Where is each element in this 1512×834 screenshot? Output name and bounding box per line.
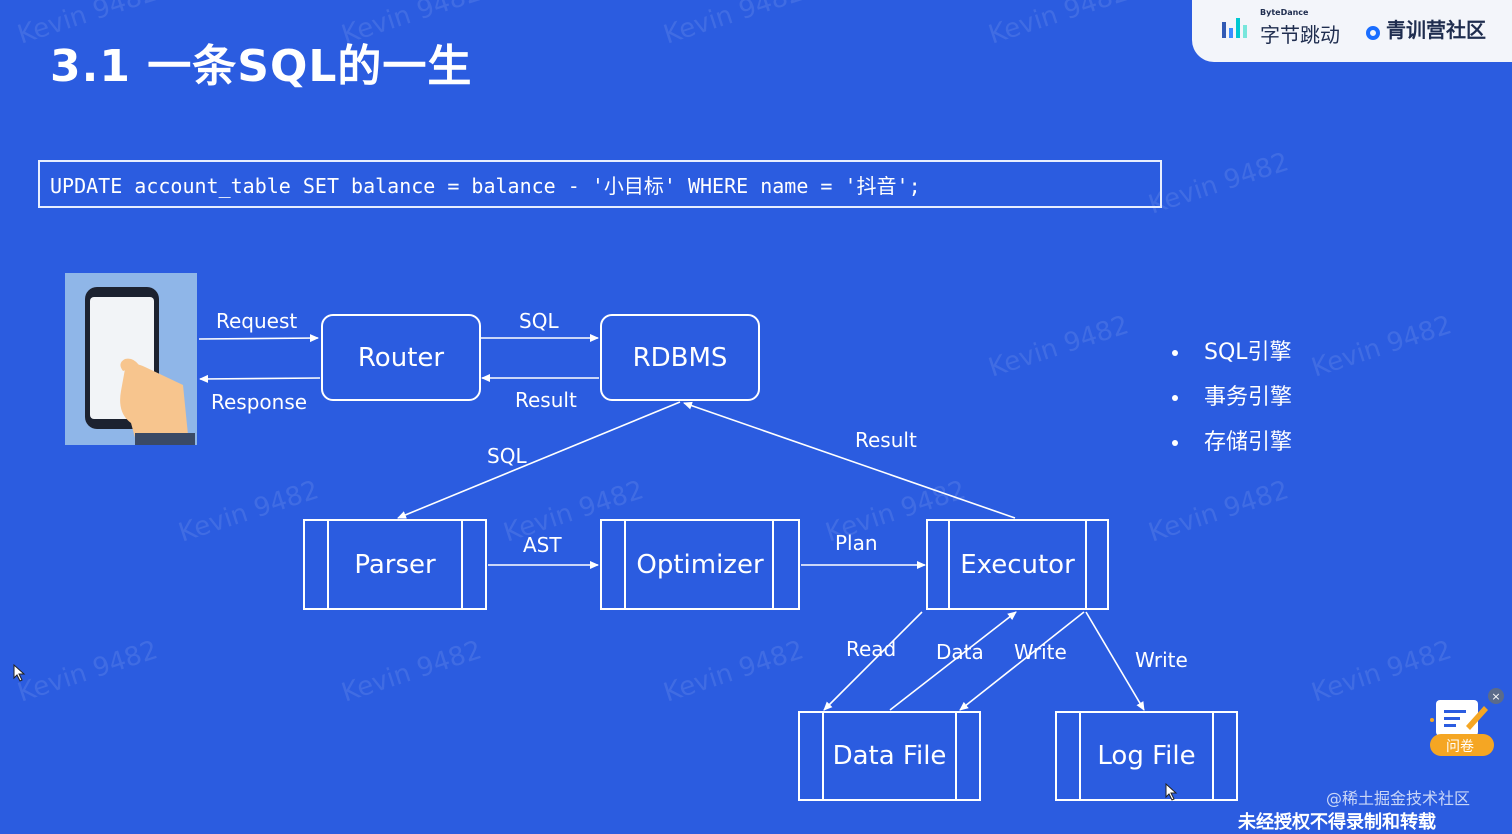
node-side-bar: [948, 521, 950, 608]
edge-label-request: Request: [216, 309, 298, 333]
community-logo: 青训营社区: [1366, 14, 1486, 43]
edge-label-read: Read: [846, 637, 897, 661]
bullet-dot-icon: [1172, 395, 1178, 401]
engine-bullet-list: SQL引擎 事务引擎 存储引擎: [1172, 334, 1292, 469]
sql-statement-box: UPDATE account_table SET balance = balan…: [38, 160, 1162, 208]
parser-node: Parser: [303, 519, 487, 610]
write-data-arrow: [959, 611, 1085, 711]
node-side-bar: [1085, 521, 1087, 608]
router-node: Router: [321, 314, 481, 401]
edge-label-response: Response: [211, 390, 308, 414]
executor-node: Executor: [926, 519, 1109, 610]
bytedance-bars-icon: [1222, 18, 1247, 38]
bullet-item: 事务引擎: [1172, 379, 1292, 411]
parser-label: Parser: [354, 549, 436, 580]
log-file-label: Log File: [1097, 741, 1196, 771]
phone-illustration: [65, 273, 197, 445]
node-side-bar: [955, 713, 957, 799]
edge-label-plan: Plan: [835, 531, 878, 555]
node-side-bar: [1212, 713, 1214, 799]
node-side-bar: [327, 521, 329, 608]
bullet-item: SQL引擎: [1172, 334, 1292, 366]
rdbms-node: RDBMS: [600, 314, 760, 401]
response-arrow: [199, 374, 321, 383]
optimizer-node: Optimizer: [600, 519, 800, 610]
mouse-cursor-icon: [1165, 783, 1178, 801]
close-icon[interactable]: ×: [1488, 688, 1504, 704]
edge-label-sql-top: SQL: [519, 309, 559, 333]
log-file-node: Log File: [1055, 711, 1238, 801]
bullet-text: 存储引擎: [1204, 430, 1293, 455]
sql-arrow-down: [397, 401, 681, 519]
community-name: 青训营社区: [1386, 18, 1486, 42]
bullet-item: 存储引擎: [1172, 424, 1292, 456]
rdbms-label: RDBMS: [632, 342, 728, 373]
bullet-text: SQL引擎: [1204, 340, 1292, 365]
edge-label-write-log: Write: [1135, 648, 1188, 672]
bullet-text: 事务引擎: [1204, 385, 1293, 410]
edge-label-sql-down: SQL: [487, 444, 527, 468]
community-ring-icon: [1366, 26, 1380, 40]
edge-label-write-data: Write: [1014, 640, 1067, 664]
edge-label-result-top: Result: [515, 388, 577, 412]
bullet-dot-icon: [1172, 440, 1178, 446]
slide-title: 3.1 一条SQL的一生: [50, 41, 473, 92]
node-side-bar: [822, 713, 824, 799]
edge-label-data: Data: [936, 640, 984, 664]
request-arrow: [198, 334, 319, 343]
bytedance-small-text: ByteDance: [1260, 8, 1309, 17]
source-credit: @稀土掘金技术社区: [1326, 789, 1471, 808]
survey-pencil-icon: [1430, 700, 1494, 756]
read-arrow: [823, 611, 923, 711]
bytedance-name: 字节跳动: [1260, 23, 1340, 47]
router-label: Router: [357, 342, 445, 373]
data-file-node: Data File: [798, 711, 981, 801]
sql-statement-text: UPDATE account_table SET balance = balan…: [50, 173, 921, 198]
mouse-cursor-icon: [13, 664, 26, 682]
edge-label-result-up: Result: [855, 428, 917, 452]
phone-hand-icon: [85, 287, 195, 445]
data-file-label: Data File: [832, 741, 947, 771]
write-log-arrow: [1085, 611, 1145, 711]
data-arrow: [889, 611, 1017, 711]
survey-label: 问卷: [1446, 739, 1474, 755]
executor-label: Executor: [960, 549, 1075, 580]
survey-widget[interactable]: 问卷 ×: [1430, 688, 1504, 756]
node-side-bar: [772, 521, 774, 608]
node-side-bar: [461, 521, 463, 608]
optimizer-label: Optimizer: [636, 549, 764, 580]
edge-label-ast: AST: [523, 533, 562, 557]
node-side-bar: [1079, 713, 1081, 799]
result-arrow-up: [683, 401, 1016, 519]
bullet-dot-icon: [1172, 350, 1178, 356]
copyright-notice: 未经授权不得录制和转载: [1238, 812, 1436, 833]
node-side-bar: [624, 521, 626, 608]
